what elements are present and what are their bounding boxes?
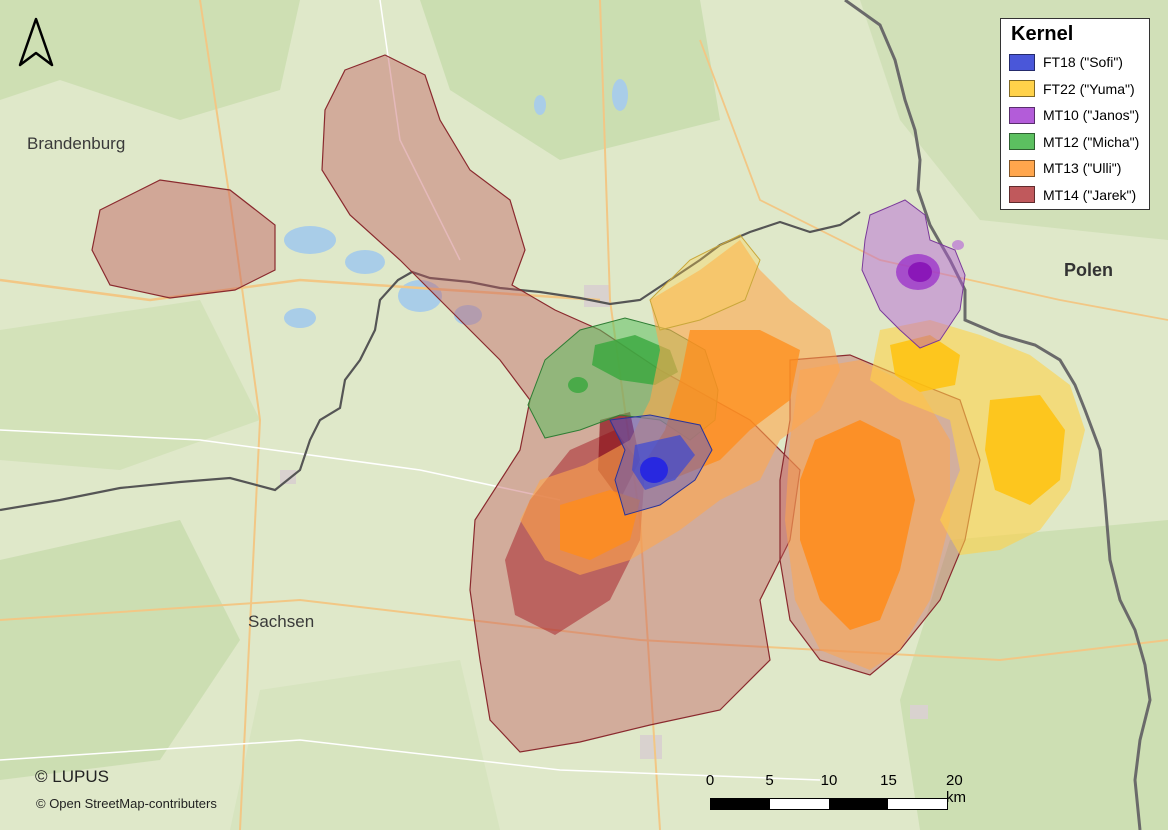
legend-item: FT18 ("Sofi") [1009, 49, 1141, 76]
legend-label: MT14 ("Jarek") [1043, 186, 1137, 203]
kernel-ft22[interactable] [649, 234, 1085, 555]
legend-items: FT18 ("Sofi") FT22 ("Yuma") MT10 ("Janos")… [1009, 49, 1141, 208]
scale-bar: 0 5 10 15 20 km [700, 772, 970, 822]
kernel-mt13[interactable] [520, 240, 950, 670]
legend-swatch [1009, 53, 1035, 71]
legend-swatch [1009, 186, 1035, 204]
kernel-mt10[interactable] [861, 199, 966, 349]
legend-item: MT14 ("Jarek") [1009, 182, 1141, 209]
legend-label: MT13 ("Ulli") [1043, 160, 1122, 177]
north-arrow-icon [18, 17, 54, 74]
scale-tick-5: 5 [765, 772, 774, 789]
osm-credit: © Open StreetMap-contributers [36, 796, 217, 811]
legend-swatch [1009, 159, 1035, 177]
scale-tick-20: 20 km [946, 772, 966, 806]
copyright-text: © LUPUS [35, 767, 109, 786]
legend-label: FT22 ("Yuma") [1043, 80, 1135, 97]
scale-tick-15: 15 [880, 772, 897, 789]
scale-bar-graphic [710, 798, 948, 810]
scale-tick-0: 0 [705, 772, 715, 789]
legend-swatch [1009, 133, 1035, 151]
legend-item: MT13 ("Ulli") [1009, 155, 1141, 182]
legend-swatch [1009, 80, 1035, 98]
legend-item: FT22 ("Yuma") [1009, 76, 1141, 103]
legend-item: MT10 ("Janos") [1009, 102, 1141, 129]
legend-label: MT12 ("Micha") [1043, 133, 1140, 150]
label-sachsen: Sachsen [248, 612, 315, 631]
national-border [844, 0, 1152, 830]
legend-label: MT10 ("Janos") [1043, 107, 1140, 124]
scale-tick-10: 10 [820, 772, 838, 789]
legend-swatch [1009, 106, 1035, 124]
kernel-ft18[interactable] [609, 414, 713, 516]
label-brandenburg: Brandenburg [27, 134, 126, 153]
legend-title: Kernel [1011, 23, 1074, 45]
legend: Kernel FT18 ("Sofi") FT22 ("Yuma") MT10 ("… [1000, 18, 1150, 210]
legend-label: FT18 ("Sofi") [1043, 54, 1123, 71]
label-polen: Polen [1064, 260, 1114, 280]
legend-item: MT12 ("Micha") [1009, 129, 1141, 156]
